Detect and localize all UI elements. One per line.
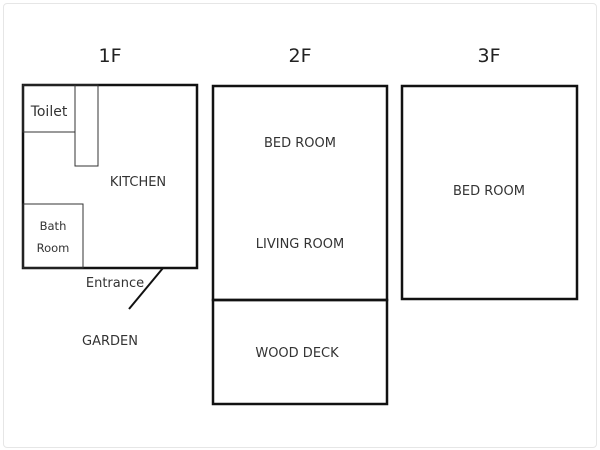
garden-label: GARDEN — [82, 334, 138, 349]
floor-1-outline — [21, 83, 199, 270]
kitchen-counter — [74, 84, 99, 167]
wood-deck-outline — [211, 298, 389, 406]
entrance-door-line — [128, 267, 164, 310]
floor-3-bedroom-label: BED ROOM — [453, 184, 525, 199]
floor-2-bedroom-label: BED ROOM — [264, 136, 336, 151]
living-room-label: LIVING ROOM — [256, 237, 344, 252]
floor-2-title: 2F — [288, 45, 311, 67]
floor-2-outline — [211, 84, 389, 302]
wood-deck-label: WOOD DECK — [255, 346, 339, 361]
floor-1-title: 1F — [98, 45, 121, 67]
entrance-label: Entrance — [86, 276, 144, 291]
floor-3-outline — [400, 84, 579, 301]
bath-label-line2: Room — [37, 241, 70, 255]
toilet-label: Toilet — [30, 104, 68, 120]
bath-room — [22, 203, 84, 269]
image-frame — [3, 3, 597, 448]
floor-3-title: 3F — [477, 45, 500, 67]
kitchen-label: KITCHEN — [110, 175, 166, 190]
bath-label-line1: Bath — [40, 219, 67, 233]
